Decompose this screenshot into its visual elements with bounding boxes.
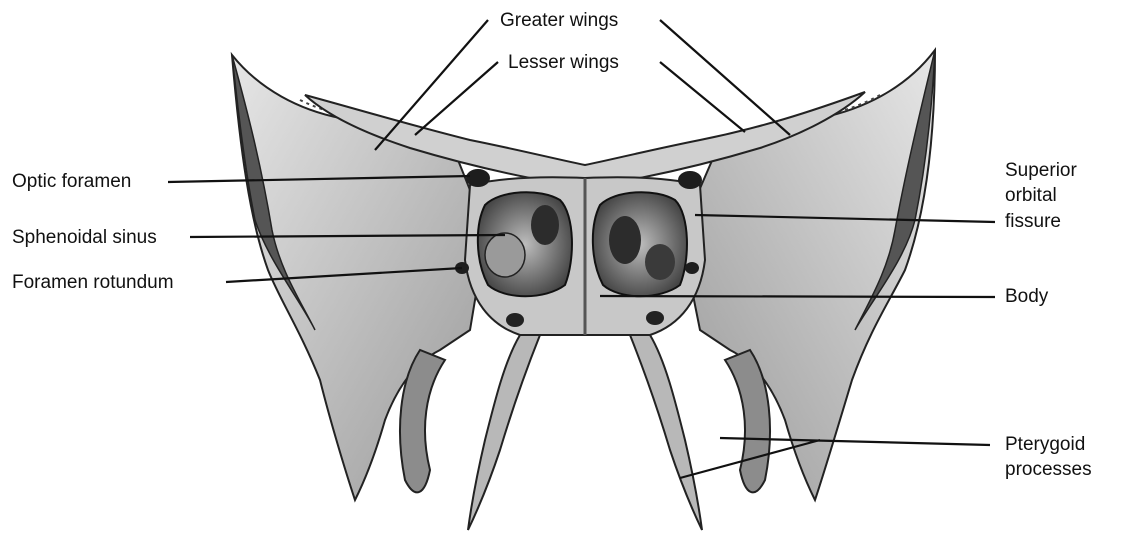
label-body: Body [1005,285,1048,308]
label-greater-wings: Greater wings [500,9,618,32]
label-sphenoidal-sinus: Sphenoidal sinus [12,226,157,249]
label-pterygoid-processes-line2: processes [1005,458,1092,481]
leader-lesser-wings-right [660,62,745,132]
label-superior-orbital-fissure-line1: Superior [1005,159,1077,182]
label-pterygoid-processes-line1: Pterygoid [1005,433,1085,456]
label-superior-orbital-fissure-line2: orbital [1005,184,1057,207]
leader-lesser-wings-left [415,62,498,135]
pterygoid-processes [400,335,770,530]
label-foramen-rotundum: Foramen rotundum [12,271,174,294]
label-lesser-wings: Lesser wings [508,51,619,74]
leader-body [600,296,995,297]
label-optic-foramen: Optic foramen [12,170,131,193]
label-superior-orbital-fissure-line3: fissure [1005,210,1061,233]
